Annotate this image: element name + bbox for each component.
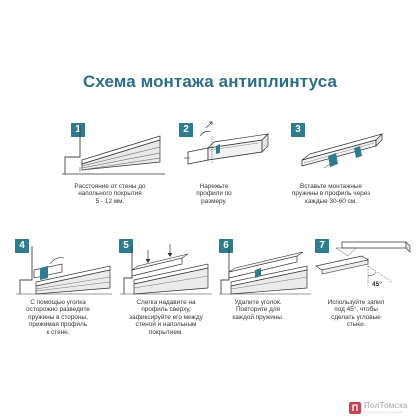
remove-corner-illustration	[219, 246, 311, 295]
step-caption: Слегка надавите на профиль сверху, зафик…	[129, 299, 203, 336]
brand-logo: П ПолТомска салон напольных покрытий	[349, 400, 415, 416]
spring-insert-illustration	[301, 133, 384, 169]
step-caption: Используйте запил под 45°, чтобы сделать…	[327, 299, 385, 329]
page-title: Схема монтажа антиплинтуса	[82, 72, 338, 91]
step-caption: Нарежьте профили по размеру.	[196, 183, 232, 205]
step-number-badge: 3	[291, 123, 305, 137]
profile-cutting-illustration	[184, 121, 269, 165]
logo-subtext: салон напольных покрытий	[364, 410, 403, 414]
logo-mark-icon: П	[349, 402, 361, 414]
step-number-badge: 1	[71, 123, 85, 137]
step-caption: Вставьте монтажные пружины в профиль чер…	[291, 183, 371, 205]
step-number-badge: 7	[315, 239, 329, 253]
floor-gap-illustration	[62, 127, 165, 175]
spring-spread-illustration	[16, 246, 112, 295]
step-number-badge: 2	[179, 123, 193, 137]
press-down-illustration	[120, 244, 212, 295]
step-number-badge: 4	[15, 239, 29, 253]
angle-label: 45°	[372, 280, 382, 288]
step-number-badge: 6	[219, 239, 233, 253]
miter-cut-illustration: 45°	[315, 241, 411, 288]
step-number-badge: 5	[119, 239, 133, 253]
logo-text: ПолТомска	[364, 401, 408, 410]
step-caption: Удалите уголок. Повторите для каждой пру…	[232, 299, 284, 321]
step-caption: С помощью уголка осторожно разведите пру…	[26, 299, 90, 336]
step-caption: Расстояние от стены до напольного покрыт…	[74, 183, 146, 205]
